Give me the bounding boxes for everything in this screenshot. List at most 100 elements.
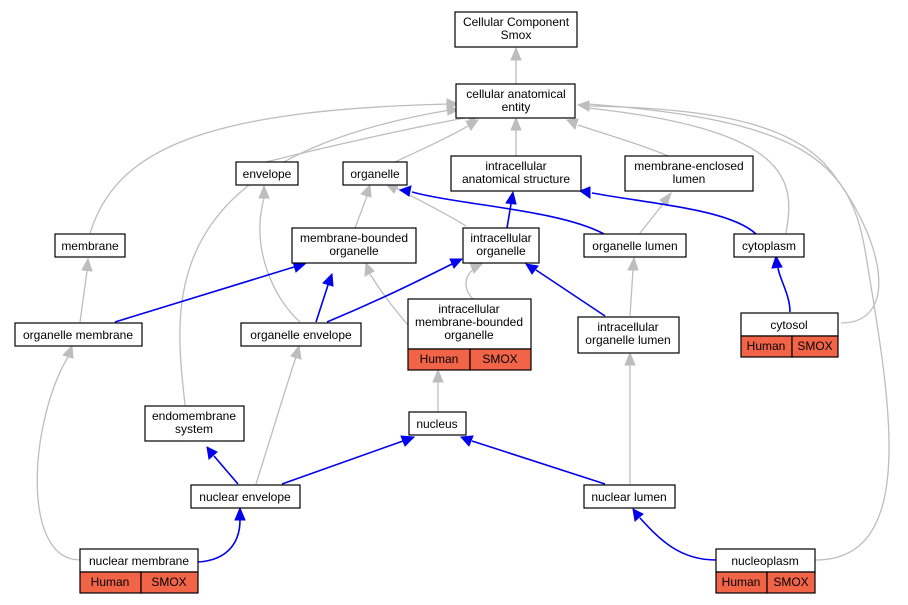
edge-nm-to-ne [197, 519, 241, 563]
arrowhead [432, 368, 444, 383]
node-organelle-envelope[interactable]: organelle envelope [240, 322, 362, 347]
annotation-species: Human [91, 575, 130, 589]
arrowhead [234, 506, 246, 521]
edge-om-to-mbo [114, 266, 295, 323]
edge-mbo-to-organelle [354, 195, 368, 229]
node-cellular-component-smox[interactable]: Cellular Component Smox [454, 11, 578, 48]
annotation-gene: SMOX [773, 575, 808, 589]
annotation-gene: SMOX [482, 352, 517, 366]
annotation-species: Human [722, 575, 761, 589]
node-cellular-anatomical-entity[interactable]: cellular anatomical entity [455, 83, 576, 119]
node-label: nuclear envelope [199, 490, 291, 504]
arrowhead [505, 190, 517, 205]
annotation-gene: SMOX [151, 575, 186, 589]
arrowhead [81, 257, 93, 272]
annotation-gene-cell[interactable] [140, 571, 199, 594]
edge-oe-to-envelope [259, 197, 301, 323]
arrowhead [632, 508, 644, 522]
node-label: organelle membrane [23, 328, 133, 342]
node-intracellular-membrane-bounded-organelle[interactable]: intracellular membrane-bounded organelle… [407, 298, 532, 371]
node-label: entity [502, 100, 531, 114]
node-label: organelle lumen [585, 333, 670, 347]
node-label: anatomical structure [462, 172, 570, 186]
node-label: organelle [444, 328, 494, 342]
node-membrane-bounded-organelle[interactable]: membrane-bounded organelle [291, 227, 417, 264]
arrowhead [576, 100, 590, 112]
node-nuclear-lumen[interactable]: nuclear lumen [583, 484, 676, 509]
arrowhead [578, 186, 591, 199]
node-membrane[interactable]: membrane [54, 233, 126, 258]
node-nucleoplasm[interactable]: nucleoplasm Human SMOX [715, 548, 816, 594]
node-organelle-membrane[interactable]: organelle membrane [14, 322, 143, 347]
node-endomembrane-system[interactable]: endomembrane system [144, 405, 245, 442]
arrowhead [360, 183, 372, 198]
edge-io-to-ias [506, 203, 512, 229]
arrowhead [624, 351, 636, 366]
arrowhead [364, 261, 375, 277]
arrowhead [565, 118, 579, 131]
edge-ne-to-es [213, 455, 239, 485]
annotation-gene-cell[interactable] [766, 571, 816, 594]
edge-nm-to-om [36, 356, 81, 561]
node-intracellular-organelle-lumen[interactable]: intracellular organelle lumen [577, 316, 680, 354]
edge-organelle-to-cae [394, 125, 469, 163]
arrowhead [465, 119, 480, 131]
node-label: system [175, 422, 213, 436]
node-nucleus[interactable]: nucleus [408, 411, 467, 436]
node-organelle-lumen[interactable]: organelle lumen [583, 233, 687, 258]
node-label: membrane-bounded [300, 231, 408, 245]
arrowhead [510, 116, 522, 131]
edge-ol-to-organelle [411, 191, 605, 235]
node-label: intracellular [485, 159, 546, 173]
arrowhead [258, 184, 270, 199]
arrowhead [449, 258, 464, 269]
edge-np-to-nl [639, 517, 717, 561]
edge-cytosol-to-cytoplasm [777, 267, 791, 313]
node-envelope[interactable]: envelope [235, 161, 299, 186]
edge-cytoplasm-to-cae [587, 107, 790, 234]
node-cytoplasm[interactable]: cytoplasm [733, 233, 805, 258]
node-label: organelle [476, 244, 526, 258]
arrowhead [510, 46, 522, 61]
is-a-edges [36, 46, 890, 561]
arrowhead [290, 344, 302, 360]
node-label: cytosol [770, 318, 807, 332]
edge-nl-to-nucleus [471, 440, 606, 485]
node-label: envelope [243, 167, 292, 181]
edge-ol-to-mel [639, 203, 664, 234]
node-membrane-enclosed-lumen[interactable]: membrane-enclosed lumen [624, 155, 754, 192]
edge-iol-to-io [535, 269, 606, 317]
node-label: cytoplasm [742, 239, 796, 253]
arrowhead [446, 104, 460, 116]
node-cytosol[interactable]: cytosol Human SMOX [740, 312, 839, 358]
edge-imbo-to-mbo [369, 273, 409, 326]
annotation-gene-cell[interactable] [791, 335, 839, 358]
node-intracellular-organelle[interactable]: intracellular organelle [462, 227, 540, 264]
node-label: organelle envelope [250, 328, 352, 342]
arrowhead [400, 435, 416, 447]
part-of-edges [114, 185, 791, 563]
node-label: Cellular Component [463, 15, 570, 29]
node-label: endomembrane [152, 409, 236, 423]
node-organelle[interactable]: organelle [342, 161, 408, 186]
node-label: intracellular [470, 231, 531, 245]
edge-mel-to-cae [577, 124, 669, 157]
edge-iol-to-ol [629, 269, 634, 317]
edge-ne-to-nucleus [281, 440, 404, 485]
edge-nucleoplasm-to-cae [587, 103, 890, 561]
arrowhead [398, 185, 412, 197]
node-label: lumen [673, 172, 706, 186]
arrowhead [627, 256, 639, 271]
edge-oe-to-mbo [315, 284, 329, 323]
annotation-gene-cell[interactable] [469, 348, 532, 371]
node-label: membrane [61, 239, 119, 253]
node-nuclear-membrane[interactable]: nuclear membrane Human SMOX [79, 548, 199, 594]
node-intracellular-anatomical-structure[interactable]: intracellular anatomical structure [450, 155, 582, 192]
annotation-species: Human [747, 339, 786, 353]
arrowhead [322, 272, 334, 287]
node-label: organelle lumen [592, 239, 677, 253]
node-nuclear-envelope[interactable]: nuclear envelope [190, 484, 301, 509]
edge-oe-to-io [326, 263, 453, 323]
annotation-species: Human [420, 352, 459, 366]
